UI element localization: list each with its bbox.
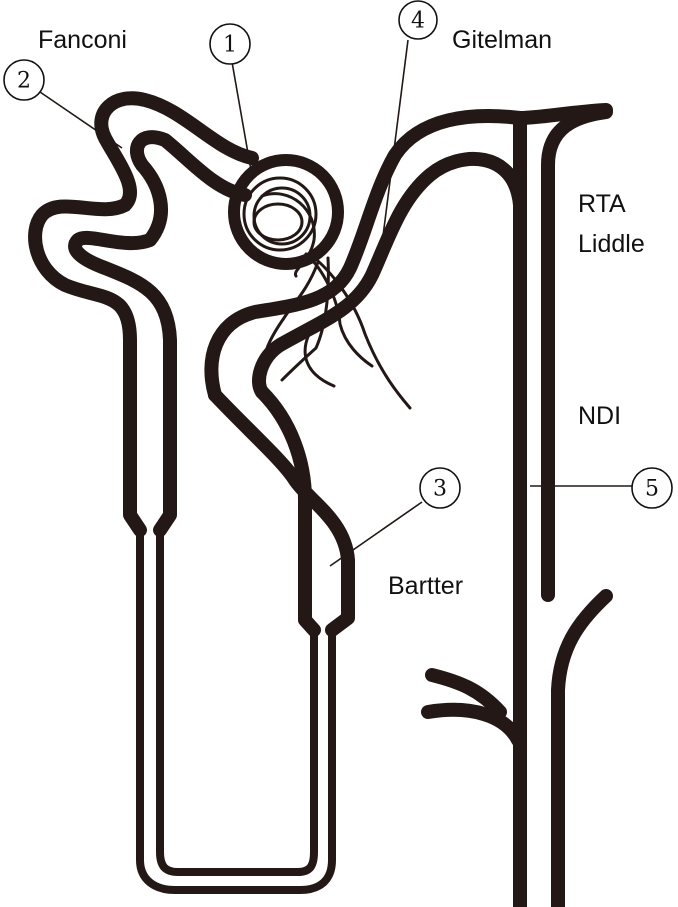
label-fanconi: Fanconi <box>38 26 127 54</box>
marker-4-text: 4 <box>411 9 425 34</box>
label-rta: RTA <box>578 190 626 218</box>
marker-5-text: 5 <box>645 477 659 502</box>
glomerulus <box>228 154 412 410</box>
marker-3: 3 <box>419 467 461 509</box>
distal-tubule <box>204 108 527 402</box>
marker-2: 2 <box>3 59 45 101</box>
label-ndi: NDI <box>578 402 621 430</box>
pointer-line-4 <box>381 39 409 245</box>
marker-2-text: 2 <box>17 69 31 94</box>
marker-1-text: 1 <box>223 33 237 58</box>
label-bartter: Bartter <box>388 572 463 600</box>
pointer-line-2 <box>39 91 123 149</box>
pointer-line-3 <box>329 501 423 567</box>
marker-1: 1 <box>209 23 251 65</box>
loop-of-henle <box>136 385 355 894</box>
label-liddle: Liddle <box>578 230 645 258</box>
pointer-lines <box>39 39 632 567</box>
label-gitelman: Gitelman <box>452 26 552 54</box>
pointer-line-1 <box>231 61 253 177</box>
proximal-tubule <box>28 91 259 537</box>
marker-4: 4 <box>398 0 438 40</box>
marker-5: 5 <box>631 467 673 509</box>
marker-3-text: 3 <box>433 477 447 502</box>
